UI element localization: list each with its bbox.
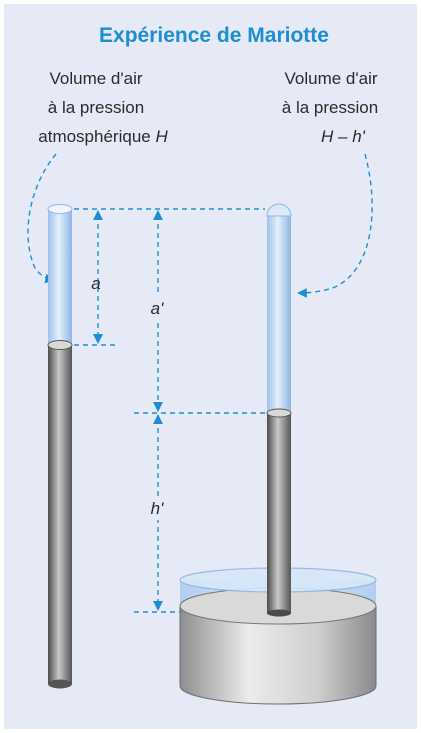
dimension-a-prime: a' [144,210,170,412]
right-tube-air-column [267,213,291,413]
dimension-a-prime-label-bg [144,296,170,320]
dimension-a-prime-label: a' [151,299,164,318]
dimension-a-label: a [91,274,100,293]
dimension-a-arrow-bottom [93,334,103,344]
left-label-line1: Volume d'air [49,69,142,88]
right-tube-immersion-ring [267,609,291,617]
left-tube-bottom [48,679,72,689]
left-label-line3-prefix: atmosphérique [38,127,155,146]
left-tube-air-column [48,209,72,346]
left-label: Volume d'air à la pression atmosphérique… [38,69,168,146]
left-label-line3: atmosphérique H [38,127,168,146]
right-tube-mercury-column [267,413,291,614]
left-label-line3-var: H [155,127,168,146]
right-label-line1: Volume d'air [284,69,377,88]
dimension-h-prime: h' [144,414,170,611]
dimension-a-prime-arrow-top [153,210,163,220]
dimension-h-prime-label: h' [151,499,164,518]
dimension-h-prime-arrow-top [153,414,163,424]
left-pointer-arrow [27,153,57,284]
right-tube-mercury-surface [266,408,292,418]
right-tube-rounded-top [266,203,292,217]
right-label: Volume d'air à la pression H – h' [282,69,378,146]
dimension-h-prime-label-bg [144,496,170,520]
right-label-line3: H – h' [321,127,366,146]
dimension-a-arrow-top [93,210,103,220]
dimension-a-prime-arrow-bottom [153,402,163,412]
right-pointer-arrow [297,153,373,298]
basin-side [179,605,377,705]
right-label-line2: à la pression [282,98,378,117]
right-tube [266,203,292,617]
left-tube [47,204,73,689]
dimension-a: a [91,210,103,344]
left-tube-mercury-column [48,345,72,684]
left-label-line2: à la pression [48,98,144,117]
figure-title: Expérience de Mariotte [99,24,329,47]
left-tube-top [47,204,73,214]
dimension-h-prime-arrow-bottom [153,601,163,611]
left-tube-mercury-surface [47,340,73,350]
